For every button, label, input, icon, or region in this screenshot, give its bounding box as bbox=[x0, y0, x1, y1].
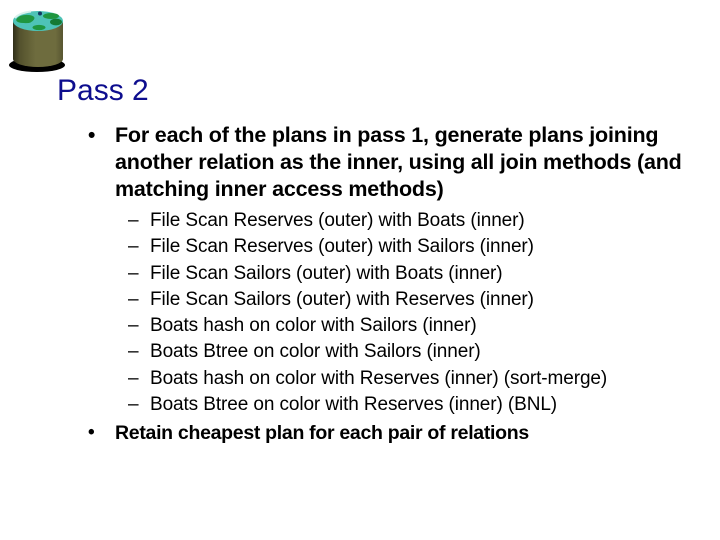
sub-bullet-item: – File Scan Sailors (outer) with Reserve… bbox=[128, 287, 689, 313]
database-globe-icon-svg bbox=[9, 10, 65, 72]
dash-marker: – bbox=[128, 315, 139, 337]
sub-bullet-item: – File Scan Sailors (outer) with Boats (… bbox=[128, 261, 689, 287]
sub-bullet-item: – File Scan Reserves (outer) with Boats … bbox=[128, 208, 689, 234]
dash-marker: – bbox=[128, 262, 139, 284]
slide-title: Pass 2 bbox=[57, 74, 149, 107]
dash-marker: – bbox=[128, 394, 139, 416]
sub-bullet-text: File Scan Reserves (outer) with Sailors … bbox=[150, 236, 534, 258]
database-globe-icon bbox=[6, 6, 70, 74]
sub-bullet-item: – Boats Btree on color with Sailors (inn… bbox=[128, 339, 689, 365]
sub-bullet-text: File Scan Sailors (outer) with Reserves … bbox=[150, 288, 534, 310]
sub-bullet-text: Boats Btree on color with Sailors (inner… bbox=[150, 341, 481, 363]
sub-bullet-item: – Boats hash on color with Reserves (inn… bbox=[128, 366, 689, 392]
bullet-marker: • bbox=[88, 422, 95, 444]
sub-bullet-text: File Scan Sailors (outer) with Boats (in… bbox=[150, 262, 503, 284]
sub-bullet-item: – Boats Btree on color with Reserves (in… bbox=[128, 392, 689, 418]
sub-bullet-text: File Scan Reserves (outer) with Boats (i… bbox=[150, 210, 525, 231]
sub-bullet-list: – File Scan Reserves (outer) with Boats … bbox=[128, 208, 689, 418]
sub-bullet-text: Boats Btree on color with Reserves (inne… bbox=[150, 394, 558, 416]
slide-body: • For each of the plans in pass 1, gener… bbox=[88, 122, 689, 445]
dash-marker: – bbox=[128, 288, 139, 310]
dash-marker: – bbox=[128, 236, 139, 258]
main-bullet-text: For each of the plans in pass 1, generat… bbox=[115, 123, 682, 201]
dash-marker: – bbox=[128, 341, 139, 363]
final-bullet-text: Retain cheapest plan for each pair of re… bbox=[115, 422, 529, 445]
final-bullet-item: • Retain cheapest plan for each pair of … bbox=[88, 421, 689, 445]
sub-bullet-item: – Boats hash on color with Sailors (inne… bbox=[128, 313, 689, 339]
dash-marker: – bbox=[128, 367, 139, 389]
sub-bullet-item: – File Scan Reserves (outer) with Sailor… bbox=[128, 234, 689, 260]
sub-bullet-text: Boats hash on color with Sailors (inner) bbox=[150, 315, 477, 337]
dash-marker: – bbox=[128, 210, 139, 231]
bullet-marker: • bbox=[88, 124, 96, 147]
sub-bullet-text: Boats hash on color with Reserves (inner… bbox=[150, 367, 608, 389]
main-bullet-item: • For each of the plans in pass 1, gener… bbox=[88, 122, 689, 203]
